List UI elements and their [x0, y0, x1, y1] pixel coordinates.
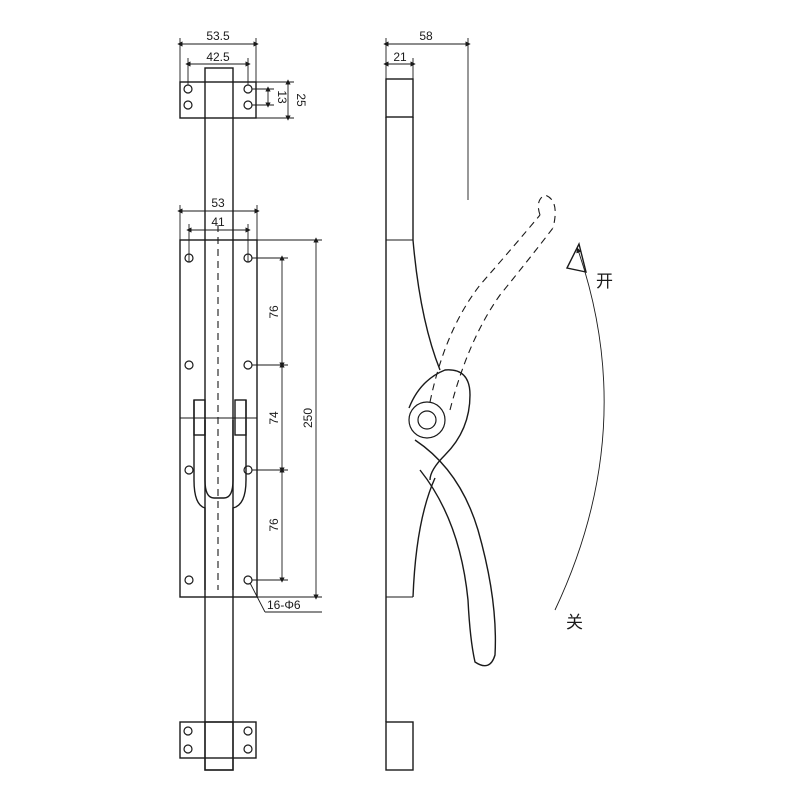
dim-plate-hole-spacing: 41: [186, 215, 251, 262]
dim-total-length: 250: [257, 237, 322, 600]
mounting-hole: [184, 360, 194, 370]
mounting-plate: [179, 239, 258, 598]
close-label: 关: [566, 613, 583, 633]
top-mounting-bracket: [179, 81, 257, 119]
mounting-hole: [243, 360, 253, 370]
lever-open-ghost: [429, 194, 556, 411]
dim-side-bar-depth: 21: [383, 50, 416, 79]
dim-bracket-width: 53.5: [177, 29, 259, 82]
mounting-hole: [184, 575, 194, 585]
front-view: 53.5 42.5 25 13 53: [177, 29, 322, 771]
rotation-arrow: [554, 241, 605, 611]
dim-hole-pitch: 76 74 76: [252, 255, 288, 583]
clevis-fork: [193, 399, 247, 590]
dim-side-overall-depth: 58: [383, 29, 471, 200]
dim-bracket-hole-spacing: 42.5: [185, 50, 251, 85]
locking-rod: [204, 67, 234, 771]
bottom-mounting-bracket: [179, 721, 257, 771]
open-label: 开: [596, 272, 613, 292]
side-top-cap: [385, 78, 414, 118]
dim-label: 76: [267, 518, 281, 532]
hole-callout-label: 16-Φ6: [267, 598, 301, 612]
side-bottom-cap: [385, 721, 414, 771]
dim-plate-width: 53: [177, 196, 260, 240]
dim-bracket-hole-vertical: 13: [252, 86, 289, 108]
side-bar: [385, 117, 441, 722]
mounting-hole: [243, 465, 253, 475]
dim-label: 41: [211, 215, 225, 229]
mounting-hole: [184, 465, 194, 475]
dim-label: 53.5: [206, 29, 230, 43]
side-view: 开 关 58 21: [383, 29, 613, 771]
hole-callout: 16-Φ6: [249, 582, 322, 613]
dim-label: 21: [393, 50, 407, 64]
dim-label: 13: [275, 90, 289, 104]
dim-bracket-height: 25: [256, 79, 308, 121]
dim-label: 42.5: [206, 50, 230, 64]
dim-label: 53: [211, 196, 225, 210]
mounting-hole: [243, 575, 253, 585]
dim-label: 76: [267, 305, 281, 319]
dim-label: 25: [294, 93, 308, 107]
lever-handle: [408, 369, 497, 667]
dim-label: 58: [419, 29, 433, 43]
dim-label: 250: [301, 408, 315, 428]
dim-label: 74: [267, 411, 281, 425]
